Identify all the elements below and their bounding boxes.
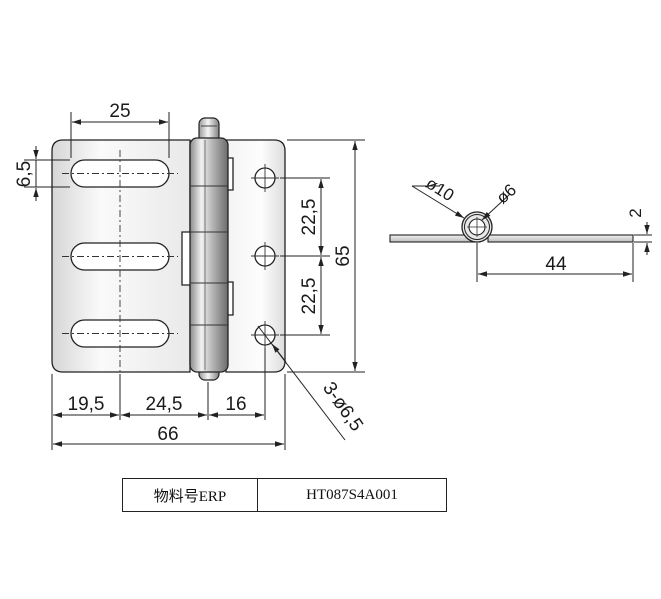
dim-right-1: 16 [225,394,246,415]
dim-hole-pitch-upper: 22,5 [299,199,320,236]
dim-slot-spacing: 6,5 [14,161,35,187]
dim-left-1: 19,5 [68,394,105,415]
dim-total-height: 65 [333,245,354,266]
dim-pin-outer: ø10 [422,174,457,206]
side-leaf-right [487,234,634,243]
dim-total-width: 66 [157,424,178,445]
dim-holes-callout: 3-ø6,5 [318,378,367,435]
knuckle-barrel [189,137,229,373]
title-block: 物料号ERP HT087S4A001 [122,478,447,512]
side-dimension-labels: ø10 ø6 2 44 [422,174,645,275]
dim-pin-inner: ø6 [493,180,520,207]
dim-hole-pitch-lower: 22,5 [299,278,320,315]
dim-thickness: 2 [626,208,645,217]
side-dimensions [411,185,652,282]
front-dimensions [24,112,365,450]
dim-slot-width: 25 [109,101,130,122]
title-block-label: 物料号ERP [122,478,258,512]
dim-left-2: 24,5 [146,394,183,415]
title-block-value: HT087S4A001 [257,478,447,512]
front-view [51,117,286,390]
side-view [389,211,634,243]
dim-side-length: 44 [545,254,567,275]
